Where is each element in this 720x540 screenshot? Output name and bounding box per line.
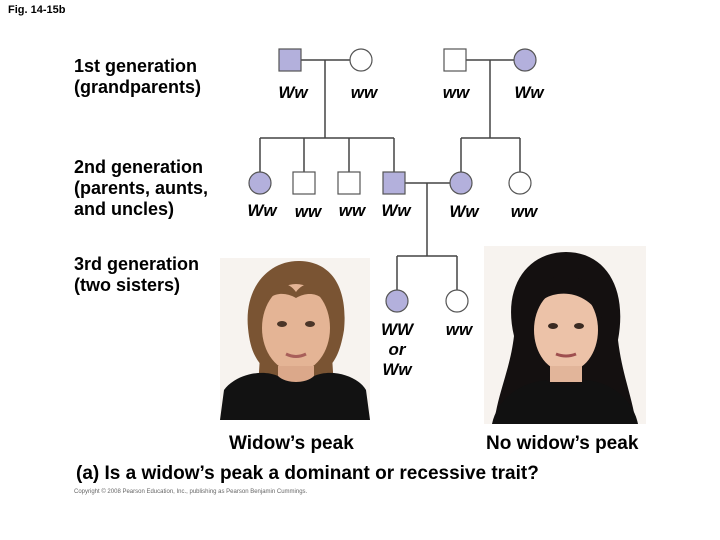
question-text: (a) Is a widow’s peak a dominant or rece… (76, 463, 539, 484)
grandfather-unaffected (443, 48, 467, 72)
father-affected (382, 171, 406, 195)
copyright-notice: Copyright © 2008 Pearson Education, Inc.… (74, 489, 308, 495)
genotype-g2-2: ww (294, 202, 322, 221)
pedigree-symbols (248, 48, 537, 313)
genotype-g2-6: ww (510, 202, 538, 221)
first-generation-label: 1st generation (grandparents) (74, 56, 202, 97)
caption-widows-peak: Widow’s peak (229, 433, 354, 454)
genotype-g2-1: Ww (247, 201, 277, 220)
genotype-g1-female-2: Ww (514, 83, 544, 102)
genotype-g1-male-2: ww (442, 83, 470, 102)
second-generation-label: 2nd generation (parents, aunts, and uncl… (74, 157, 209, 219)
aunt-unaffected (508, 171, 532, 195)
genotype-g1-female-1: ww (350, 83, 378, 102)
genotype-g3-1: WW or Ww (380, 320, 414, 379)
uncle-unaffected-1 (292, 171, 316, 195)
genotype-g2-4: Ww (381, 201, 411, 220)
pedigree-lines (259, 59, 521, 290)
no-widows-peak-photo (484, 246, 646, 424)
caption-no-widows-peak: No widow’s peak (486, 433, 639, 454)
widows-peak-photo (220, 258, 370, 420)
mother-affected (449, 171, 473, 195)
figure-label: Fig. 14-15b (8, 4, 66, 16)
sister-affected (385, 289, 409, 313)
aunt-affected (248, 171, 272, 195)
grandfather-affected (278, 48, 302, 72)
grandmother-affected (513, 48, 537, 72)
uncle-unaffected-2 (337, 171, 361, 195)
genotype-g1-male-1: Ww (278, 83, 308, 102)
genotype-g2-5: Ww (449, 202, 479, 221)
genotype-g2-3: ww (338, 201, 366, 220)
grandmother-unaffected (349, 48, 373, 72)
third-generation-label: 3rd generation (two sisters) (74, 254, 200, 295)
sister-unaffected (445, 289, 469, 313)
genotype-g3-2: ww (445, 320, 473, 339)
